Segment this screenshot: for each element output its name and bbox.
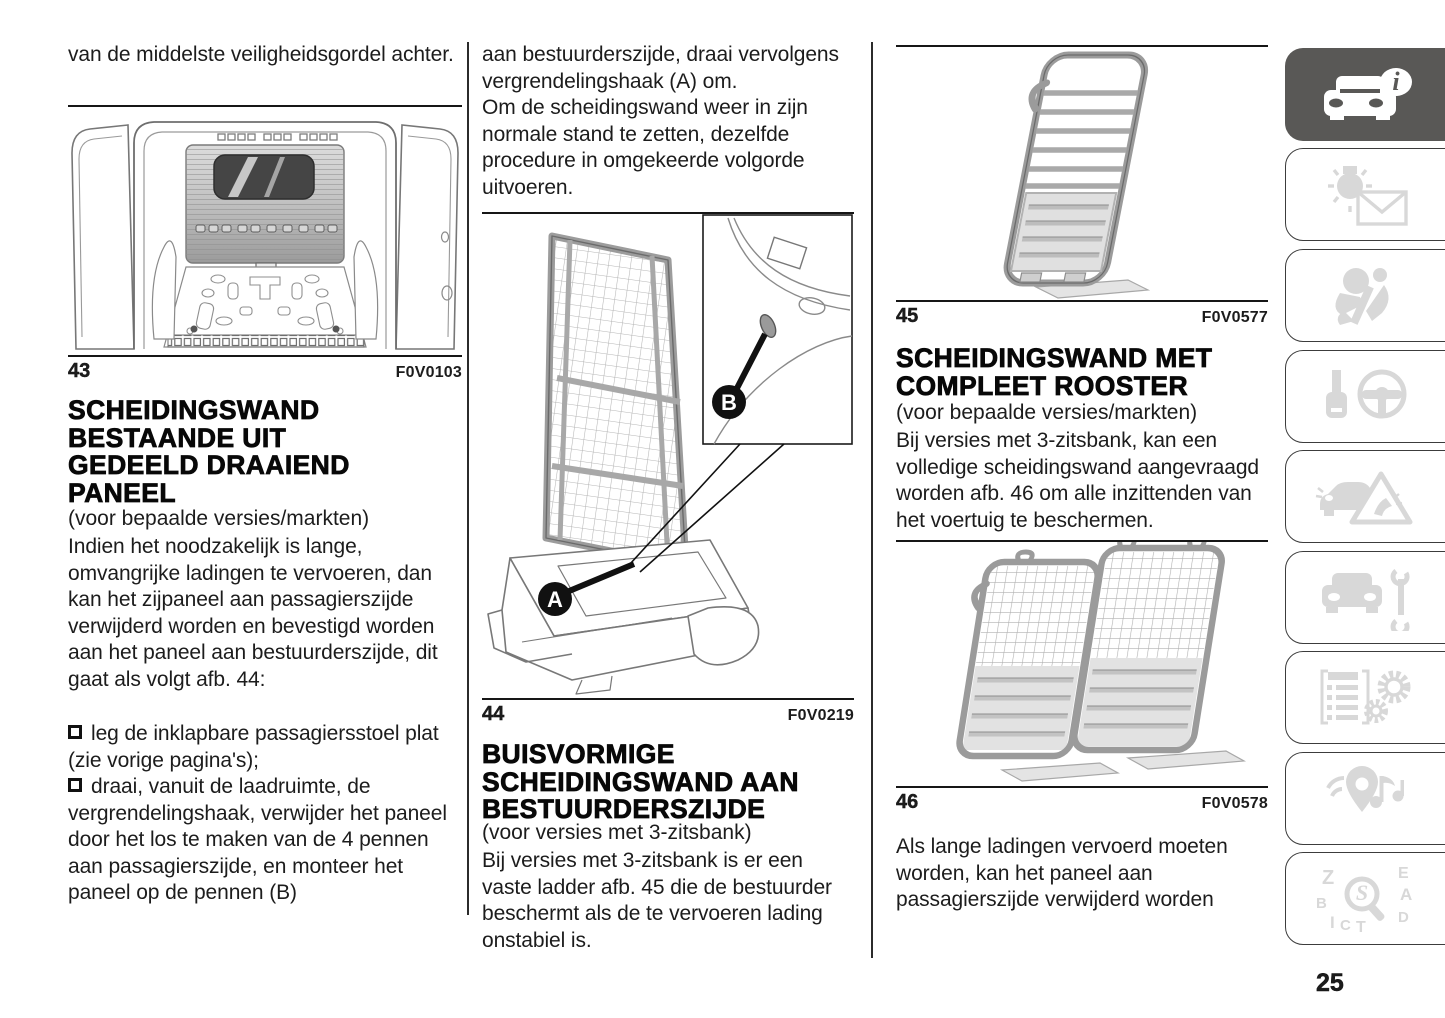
figure-45-code: F0V0577 bbox=[1201, 309, 1268, 326]
section-heading-tubular-partition: BUISVORMIGE SCHEIDINGSWAND AAN BESTUURDE… bbox=[482, 739, 799, 824]
bulb-envelope-icon bbox=[1328, 165, 1408, 226]
callout-a-label: A bbox=[547, 587, 563, 612]
applicability-note: (voor versies met 3-zitsbank) bbox=[482, 821, 752, 844]
callout-b-marker bbox=[712, 385, 746, 419]
figure-45-art bbox=[896, 45, 1268, 302]
car-info-icon: i bbox=[1324, 67, 1412, 120]
svg-text:S: S bbox=[1356, 880, 1368, 905]
section-heading-split-panel: SCHEIDINGSWAND BESTAANDE UIT GEDEELD DRA… bbox=[68, 395, 350, 508]
paragraph: Indien het noodzakelijk is lange, omvang… bbox=[68, 535, 438, 691]
figure-44-art: B A bbox=[482, 212, 854, 700]
svg-text:B: B bbox=[1316, 895, 1327, 912]
section-heading-full-grille: SCHEIDINGSWAND MET COMPLEET ROOSTER bbox=[896, 343, 1213, 401]
sidebar-tab-safety[interactable] bbox=[1285, 249, 1445, 342]
figure-46: 46 F0V0578 bbox=[896, 540, 1268, 814]
figure-43-number: 43 bbox=[68, 360, 91, 382]
column-divider bbox=[871, 42, 873, 958]
figure-43: 43 F0V0103 bbox=[68, 105, 462, 383]
index-letters-magnifier-icon: Z E B A I C T D S bbox=[1316, 865, 1412, 934]
car-wrench-icon bbox=[1322, 568, 1410, 631]
figure-46-number: 46 bbox=[896, 791, 919, 813]
car-warning-triangle-icon bbox=[1315, 471, 1413, 524]
applicability-note: (voor bepaalde versies/markten) bbox=[896, 401, 1198, 424]
paragraph: Als lange ladingen vervoerd moeten worde… bbox=[896, 835, 1228, 911]
sidebar-tab-warning-lights-messages[interactable] bbox=[1285, 148, 1445, 241]
intro-paragraph: van de middelste veiligheidsgordel achte… bbox=[68, 43, 454, 66]
column-divider bbox=[467, 42, 469, 915]
column-right: 45 F0V0577 SCHEIDINGSWAND MET COMPLEET R… bbox=[896, 0, 1268, 1018]
full-grid-partition-illustration bbox=[956, 542, 1247, 782]
column-middle: aan bestuurderszijde, draai vervolgens v… bbox=[482, 0, 854, 1018]
figure-46-code: F0V0578 bbox=[1201, 795, 1268, 812]
multimedia-pin-note-icon bbox=[1326, 765, 1404, 812]
spec-list-gears-icon bbox=[1320, 669, 1411, 724]
figure-44-code: F0V0219 bbox=[787, 707, 854, 724]
sidebar-tab-maintenance[interactable] bbox=[1285, 551, 1445, 644]
tubular-partition-illustration bbox=[1003, 51, 1151, 299]
airbag-seatbelt-icon bbox=[1335, 267, 1389, 325]
figure-44-number: 44 bbox=[482, 703, 505, 725]
figure-45: 45 F0V0577 bbox=[896, 45, 1268, 328]
figure-45-number: 45 bbox=[896, 305, 919, 327]
figure-43-art bbox=[68, 105, 462, 357]
figure-46-art bbox=[896, 540, 1268, 788]
bullet-item: leg de inklapbare passagiersstoel plat (… bbox=[68, 722, 439, 772]
sidebar-tab-know-your-car[interactable]: i bbox=[1285, 48, 1445, 141]
square-bullet-icon bbox=[68, 725, 82, 739]
paragraph: Bij versies met 3-zitsbank is er een vas… bbox=[482, 849, 832, 952]
sidebar-tab-emergency[interactable] bbox=[1285, 450, 1445, 543]
svg-text:C: C bbox=[1340, 917, 1351, 934]
figure-43-code: F0V0103 bbox=[395, 364, 462, 381]
svg-text:i: i bbox=[1392, 67, 1400, 96]
sidebar-tab-index[interactable]: Z E B A I C T D S bbox=[1285, 852, 1445, 945]
svg-text:I: I bbox=[1330, 913, 1335, 932]
paragraph: Bij versies met 3-zitsbank, kan een voll… bbox=[896, 429, 1259, 532]
sidebar-tab-starting-driving[interactable] bbox=[1285, 350, 1445, 443]
paragraph: Om de scheidingswand weer in zijn normal… bbox=[482, 96, 808, 199]
sidebar-tab-technical-data[interactable] bbox=[1285, 651, 1445, 744]
svg-text:Z: Z bbox=[1322, 867, 1334, 889]
applicability-note: (voor bepaalde versies/markten) bbox=[68, 507, 370, 530]
bullet-item: draai, vanuit de laadruimte, de vergrend… bbox=[68, 775, 447, 904]
column-left: van de middelste veiligheidsgordel achte… bbox=[68, 0, 462, 1018]
svg-text:A: A bbox=[1400, 885, 1412, 904]
mesh-partition-on-seat-illustration: B A bbox=[487, 214, 853, 695]
svg-text:D: D bbox=[1398, 909, 1409, 926]
van-rear-interior-illustration bbox=[71, 121, 459, 350]
key-steering-wheel-icon bbox=[1326, 369, 1407, 418]
callout-a-marker bbox=[538, 582, 572, 616]
callout-b-label: B bbox=[721, 390, 737, 415]
figure-44: B A 44 F0V0219 bbox=[482, 212, 854, 726]
sidebar-tab-multimedia[interactable] bbox=[1285, 752, 1445, 845]
svg-text:T: T bbox=[1356, 919, 1366, 934]
paragraph: aan bestuurderszijde, draai vervolgens v… bbox=[482, 43, 839, 93]
bullet-list: leg de inklapbare passagiersstoel plat (… bbox=[68, 721, 462, 907]
page-number: 25 bbox=[1316, 969, 1344, 998]
svg-text:E: E bbox=[1398, 865, 1409, 882]
square-bullet-icon bbox=[68, 778, 82, 792]
